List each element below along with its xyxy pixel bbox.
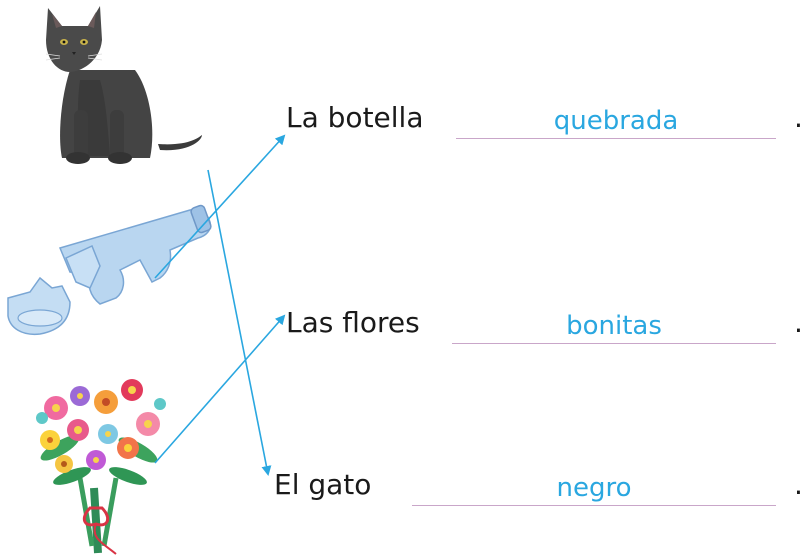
answer-blank[interactable]: bonitas <box>452 303 776 344</box>
answer-text: negro <box>556 473 632 503</box>
answer-text: quebrada <box>553 106 679 136</box>
sentence-lead: La botella <box>286 101 424 134</box>
cat-illustration <box>45 6 202 164</box>
sentence-row: El gato negro . <box>274 465 809 509</box>
sentence-lead: Las flores <box>286 306 420 339</box>
sentence-period: . <box>794 101 803 134</box>
sentence-row: La botella quebrada . <box>286 98 806 142</box>
answer-blank[interactable]: negro <box>412 465 776 506</box>
answer-blank[interactable]: quebrada <box>456 98 776 139</box>
broken-bottle-illustration <box>7 204 212 336</box>
sentence-period: . <box>794 306 803 339</box>
sentence-lead: El gato <box>274 468 372 501</box>
flower-bouquet-illustration <box>36 379 166 555</box>
sentence-row: Las flores bonitas . <box>286 303 806 347</box>
sentence-period: . <box>794 468 803 501</box>
answer-text: bonitas <box>566 311 662 341</box>
